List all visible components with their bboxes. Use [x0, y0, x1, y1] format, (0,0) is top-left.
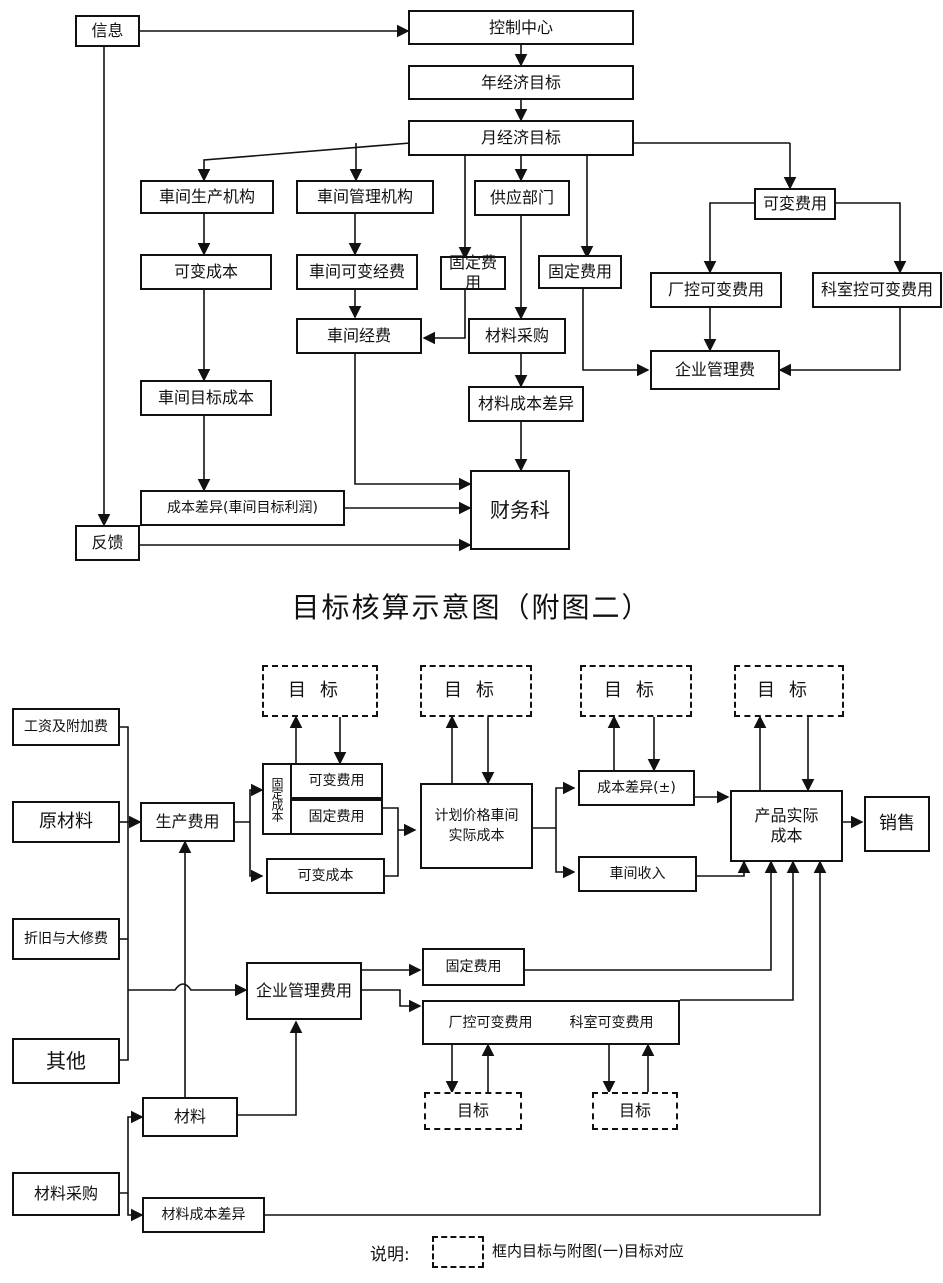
factory-variable-box: 厂控可变费用 [650, 272, 782, 308]
factory-variable-label: 厂控可变费用 [448, 1014, 533, 1031]
fixed-fee-box: 固定费用 [290, 799, 383, 835]
variable-expenses-box: 可変费用 [754, 188, 836, 220]
variable-cost-box-2: 可变成本 [266, 858, 385, 894]
control-center-box: 控制中心 [408, 10, 634, 45]
variable-fee-box: 可变费用 [290, 763, 383, 799]
legend-text: 框内目标与附图(一)目标对应 [492, 1242, 684, 1260]
workshop-variable-funds-box: 車间可变经费 [296, 254, 418, 290]
info-box: 信息 [75, 15, 140, 47]
enterprise-management-box: 企业管理费 [650, 350, 780, 390]
material-cost-variance-box-2: 材料成本差异 [142, 1197, 265, 1233]
fixed-cost-vertical-label: 固定成本 [270, 777, 284, 821]
supply-department-box: 供应部门 [474, 180, 570, 216]
sales-box: 销售 [864, 796, 930, 852]
workshop-target-cost-box: 車间目标成本 [140, 380, 272, 416]
plan-price-actual-cost-box: 计划价格車间实际成本 [420, 783, 533, 869]
workshop-management-box: 車间管理机构 [296, 180, 434, 214]
production-cost-box: 生产费用 [140, 802, 235, 842]
cost-variance-profit-box: 成本差异(車间目标利润) [140, 490, 345, 526]
target-box-6: 目标 [592, 1092, 678, 1130]
target-box-3: 目标 [580, 665, 692, 717]
product-actual-cost-box: 产品实际成本 [730, 790, 843, 862]
fixed-cost-box-b: 固定费用 [538, 255, 622, 289]
workshop-income-box: 車间收入 [578, 856, 697, 892]
workshop-funds-box: 車间经费 [296, 318, 422, 354]
variable-fees-box: 厂控可变费用 科室可变费用 [422, 1000, 680, 1045]
monthly-target-box: 月经济目标 [408, 120, 634, 156]
fixed-fee-box-2: 固定费用 [422, 948, 525, 986]
target-box-5: 目标 [424, 1092, 522, 1130]
finance-box: 财务科 [470, 470, 570, 550]
other-box: 其他 [12, 1038, 120, 1084]
legend-label: 说明: [370, 1245, 410, 1265]
raw-materials-box: 原材料 [12, 801, 120, 843]
material-cost-variance-box: 材料成本差异 [468, 386, 584, 422]
section-variable-label: 科室可变费用 [569, 1014, 654, 1031]
materials-box: 材料 [142, 1097, 238, 1137]
cost-variance-box: 成本差异(±) [578, 770, 695, 806]
target-box-4: 目标 [734, 665, 844, 717]
fixed-cost-box-a: 固定费用 [440, 253, 506, 292]
section-variable-box: 科室控可变费用 [812, 272, 942, 308]
material-purchase-box: 材料采购 [468, 318, 566, 354]
legend-dashed-box [432, 1236, 484, 1268]
variable-cost-box: 可变成本 [140, 254, 272, 290]
feedback-box: 反馈 [75, 525, 140, 561]
fixed-cost-vertical-box: 固定成本 [262, 763, 292, 835]
enterprise-management-fee-box: 企业管理费用 [246, 962, 362, 1020]
wages-box: 工资及附加费 [12, 708, 120, 746]
depreciation-box: 折旧与大修费 [12, 918, 120, 960]
diagram-caption: 目标核算示意图（附图二） [291, 591, 652, 624]
target-box-2: 目标 [420, 665, 532, 717]
material-purchase-box-2: 材料采购 [12, 1172, 120, 1216]
target-box-1: 目标 [262, 665, 378, 717]
annual-target-box: 年经济目标 [408, 65, 634, 100]
workshop-production-box: 車间生产机构 [140, 180, 274, 214]
